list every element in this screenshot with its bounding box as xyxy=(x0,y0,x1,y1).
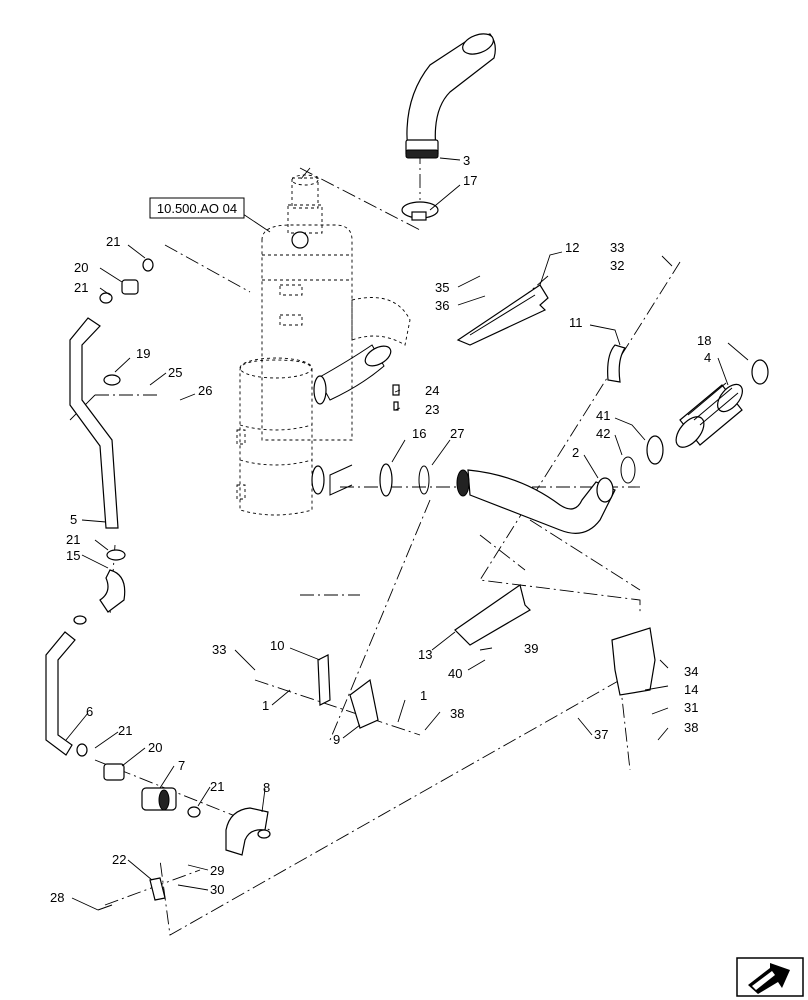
callout-8[interactable]: 8 xyxy=(263,780,270,795)
callout-1-left[interactable]: 1 xyxy=(262,698,269,713)
callout-26[interactable]: 26 xyxy=(198,383,212,398)
clamp-21d xyxy=(76,743,88,757)
bracket-22 xyxy=(149,877,166,901)
callout-27[interactable]: 27 xyxy=(450,426,464,441)
callout-19[interactable]: 19 xyxy=(136,346,150,361)
heat-shield-12 xyxy=(456,284,549,346)
callout-21-lower[interactable]: 21 xyxy=(118,723,132,738)
callout-40[interactable]: 40 xyxy=(448,666,462,681)
callout-25[interactable]: 25 xyxy=(168,365,182,380)
callout-labels: 3 17 12 33 32 35 36 11 18 4 21 20 21 19 … xyxy=(50,153,711,905)
clamp-21f xyxy=(73,615,87,625)
callout-9[interactable]: 9 xyxy=(333,732,340,747)
reference-box[interactable]: 10.500.AO 04 xyxy=(149,197,245,219)
pipe-5 xyxy=(69,317,119,529)
callout-24[interactable]: 24 xyxy=(425,383,439,398)
clamp-18 xyxy=(751,359,769,385)
callout-17[interactable]: 17 xyxy=(463,173,477,188)
callout-21-bottom[interactable]: 21 xyxy=(210,779,224,794)
bolt-28 xyxy=(97,904,113,911)
leader-lines xyxy=(65,157,749,911)
callout-20-lower[interactable]: 20 xyxy=(148,740,162,755)
callout-1-right[interactable]: 1 xyxy=(420,688,427,703)
callout-38-right[interactable]: 38 xyxy=(684,720,698,735)
pipe-2 xyxy=(456,469,616,534)
resonator-7 xyxy=(141,787,177,811)
callout-37[interactable]: 37 xyxy=(594,727,608,742)
sleeve-20b xyxy=(103,763,125,781)
bracket-10 xyxy=(317,654,331,706)
callout-29[interactable]: 29 xyxy=(210,863,224,878)
callout-12[interactable]: 12 xyxy=(565,240,579,255)
sleeve-20a xyxy=(121,279,139,295)
callout-41[interactable]: 41 xyxy=(596,408,610,423)
reference-box-label: 10.500.AO 04 xyxy=(157,201,237,216)
elbow-15 xyxy=(99,569,126,613)
seal-ring-42 xyxy=(620,456,636,484)
hose-11 xyxy=(607,344,626,383)
clamp-21b xyxy=(99,292,113,304)
callout-2[interactable]: 2 xyxy=(572,445,579,460)
clamp-21e xyxy=(187,806,201,818)
callout-35[interactable]: 35 xyxy=(435,280,449,295)
callout-6[interactable]: 6 xyxy=(86,704,93,719)
callout-15[interactable]: 15 xyxy=(66,548,80,563)
callout-34[interactable]: 34 xyxy=(684,664,698,679)
callout-21-top[interactable]: 21 xyxy=(106,234,120,249)
callout-33[interactable]: 33 xyxy=(610,240,624,255)
bolt-24 xyxy=(392,384,400,411)
clamp-17 xyxy=(401,201,439,221)
callout-18[interactable]: 18 xyxy=(697,333,711,348)
aftertreatment-assembly xyxy=(236,174,411,516)
callout-33-lower[interactable]: 33 xyxy=(212,642,226,657)
assembly-center-lines xyxy=(69,150,681,936)
callout-36[interactable]: 36 xyxy=(435,298,449,313)
gasket-16 xyxy=(379,463,393,497)
clamp-21c xyxy=(106,549,126,561)
callout-42[interactable]: 42 xyxy=(596,426,610,441)
callout-5[interactable]: 5 xyxy=(70,512,77,527)
navigation-arrow-icon[interactable] xyxy=(736,957,804,997)
callout-21-upper[interactable]: 21 xyxy=(74,280,88,295)
elbow-8 xyxy=(225,807,271,856)
callout-31[interactable]: 31 xyxy=(684,700,698,715)
callout-38-center[interactable]: 38 xyxy=(450,706,464,721)
callout-14[interactable]: 14 xyxy=(684,682,698,697)
callout-23[interactable]: 23 xyxy=(425,402,439,417)
callout-21-mid[interactable]: 21 xyxy=(66,532,80,547)
callout-30[interactable]: 30 xyxy=(210,882,224,897)
callout-22[interactable]: 22 xyxy=(112,852,126,867)
callout-28[interactable]: 28 xyxy=(50,890,64,905)
callout-32[interactable]: 32 xyxy=(610,258,624,273)
clamp-19 xyxy=(103,374,121,386)
callout-3[interactable]: 3 xyxy=(463,153,470,168)
callout-20-top[interactable]: 20 xyxy=(74,260,88,275)
callout-16[interactable]: 16 xyxy=(412,426,426,441)
exhaust-elbow-pipe xyxy=(405,33,496,159)
clamp-41 xyxy=(646,435,664,465)
pipe-6 xyxy=(45,631,76,756)
callout-11[interactable]: 11 xyxy=(569,315,583,330)
callout-39[interactable]: 39 xyxy=(524,641,538,656)
callout-4[interactable]: 4 xyxy=(704,350,711,365)
bracket-14 xyxy=(611,627,656,696)
clamp-21a xyxy=(142,258,154,272)
callout-13[interactable]: 13 xyxy=(418,647,432,662)
callout-7[interactable]: 7 xyxy=(178,758,185,773)
bracket-13 xyxy=(454,584,531,646)
bracket-9 xyxy=(349,678,379,729)
callout-10[interactable]: 10 xyxy=(270,638,284,653)
flex-pipe-4 xyxy=(675,382,743,448)
gasket-27 xyxy=(418,465,430,495)
